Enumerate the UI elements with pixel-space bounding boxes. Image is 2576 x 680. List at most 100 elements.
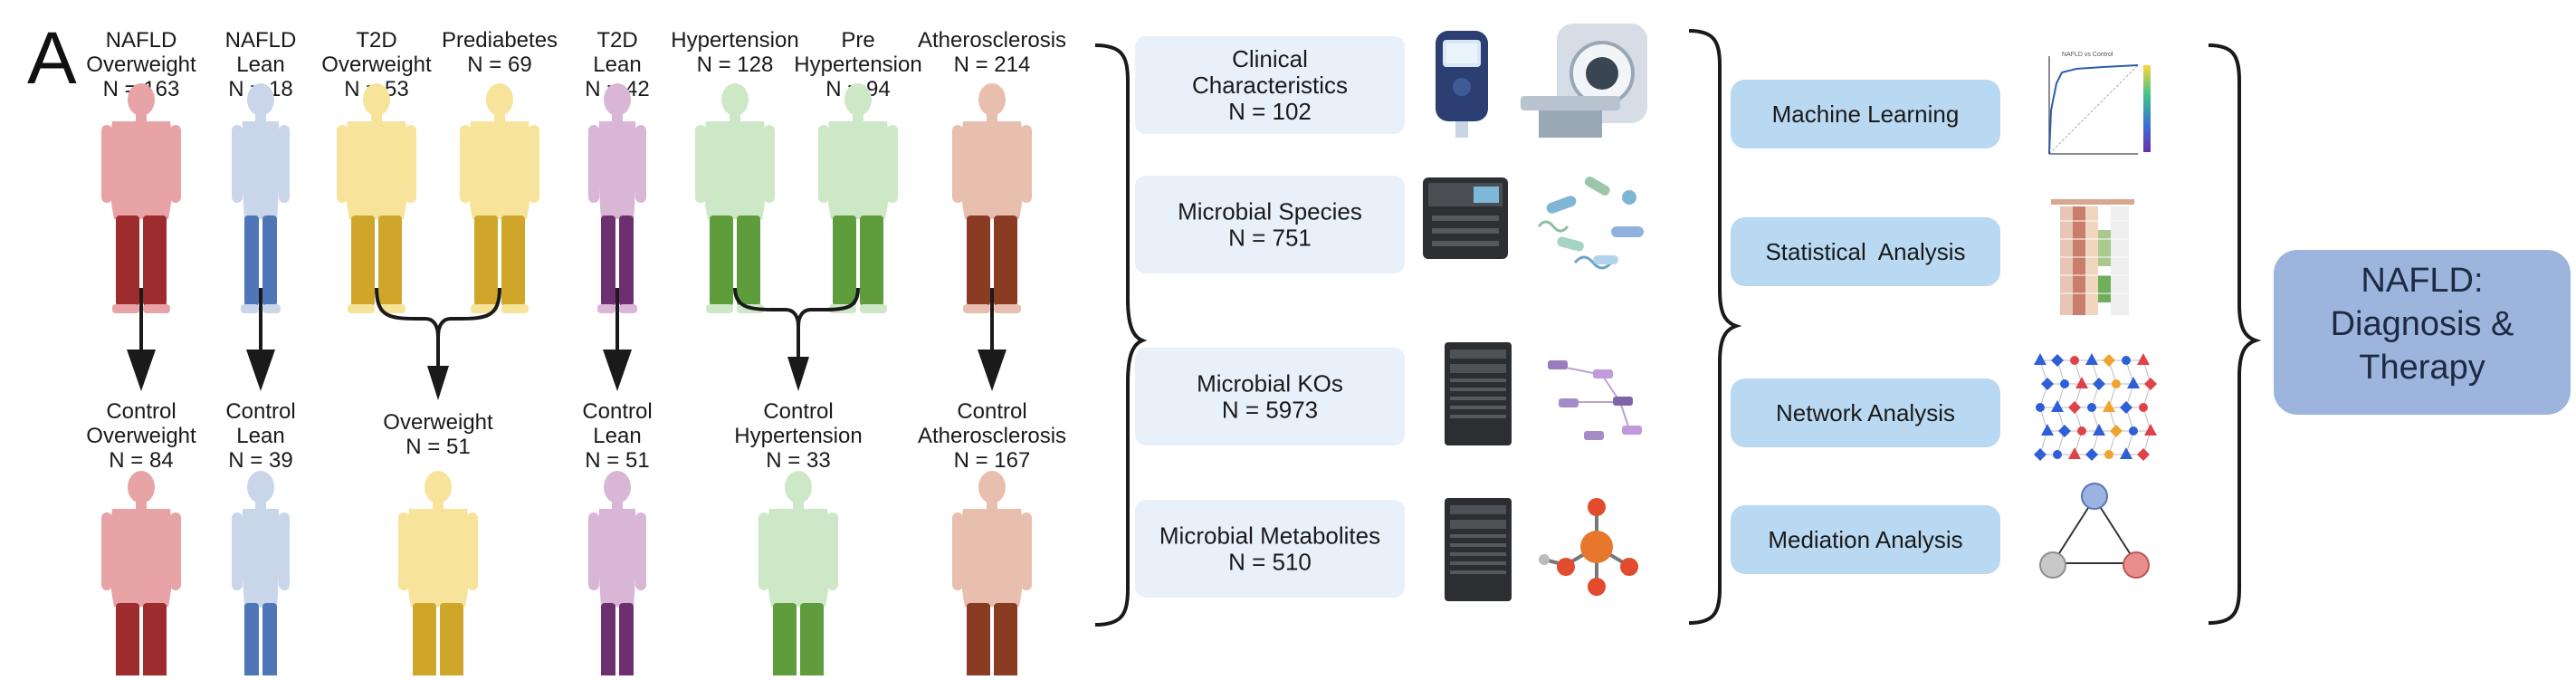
- outcome-box: NAFLD:Diagnosis &Therapy: [2274, 250, 2571, 415]
- person-figure-arm-right: [405, 125, 416, 203]
- person-figure-arm-right: [764, 125, 775, 203]
- person-figure-leg-left: [474, 215, 498, 306]
- person-figure-leg-right: [994, 215, 1017, 306]
- person-figure-head: [128, 83, 155, 116]
- roc-curve-icon: NAFLD vs Control: [2031, 47, 2156, 167]
- person-figure-arm-right: [467, 512, 478, 590]
- person-figure-head: [128, 471, 155, 503]
- person-figure-arm-right: [1021, 512, 1032, 590]
- analysis-method-box-background: [1731, 505, 2000, 574]
- person-figure: [232, 83, 290, 313]
- person-figure-arm-right: [635, 512, 646, 590]
- control-label-line: Control: [957, 399, 1026, 424]
- group-label-line: T2D: [356, 28, 396, 53]
- person-figure-leg-right: [800, 603, 824, 680]
- server-tower-icon: [1445, 498, 1512, 601]
- person-figure-torso: [242, 509, 280, 607]
- person-figure-arm-left: [952, 512, 963, 590]
- person-figure-neck: [987, 502, 997, 509]
- person-figure-leg-right: [619, 215, 634, 306]
- person-figure-torso: [766, 509, 831, 607]
- person-figure-foot-right: [860, 304, 887, 313]
- heatmap-table-icon: [2051, 194, 2134, 321]
- person-figure-leg-right: [262, 215, 277, 306]
- person-figure-neck: [494, 114, 505, 121]
- person-figure: [101, 83, 181, 313]
- group-label-line: N = 69: [467, 53, 531, 77]
- person-figure-foot-left: [241, 304, 259, 313]
- arrow-atherosclerosis: [978, 288, 1007, 391]
- person-figure-neck: [255, 502, 266, 509]
- arrow-nafld-lean: [246, 288, 275, 391]
- analysis-method-label: Mediation Analysis: [1768, 526, 1962, 553]
- group-label-line: Overweight: [321, 53, 432, 77]
- control-label-line: N = 167: [954, 448, 1031, 473]
- person-figure: [818, 83, 898, 313]
- person-figure-torso: [959, 509, 1025, 607]
- person-figure-neck: [987, 114, 997, 121]
- outcome-box-line: Diagnosis &: [2331, 305, 2514, 343]
- person-figure-arm-left: [588, 125, 599, 203]
- person-figure-arm-right: [170, 512, 181, 590]
- control-label-line: Control: [763, 399, 833, 424]
- person-figure: [588, 83, 646, 313]
- data-type-box-background: [1135, 36, 1405, 134]
- person-figure-neck: [371, 114, 382, 121]
- person-figure-foot-right: [143, 304, 170, 313]
- analysis-icons: NAFLD vs Control: [2031, 47, 2157, 579]
- control-label-line: N = 33: [766, 448, 830, 473]
- person-figure-leg-left: [773, 603, 797, 680]
- bacteria-icon: [1537, 177, 1644, 270]
- person-figure: [588, 471, 646, 680]
- analysis-method-box: Statistical Analysis: [1731, 217, 2000, 286]
- person-figure-arm-right: [279, 512, 290, 590]
- outcome-box-label: NAFLD:Diagnosis &Therapy: [2331, 262, 2514, 387]
- person-figure-neck: [136, 502, 147, 509]
- person-figure-arm-left: [695, 125, 706, 203]
- person-figure-arm-right: [827, 512, 838, 590]
- arrow-t2d-lean: [603, 288, 632, 391]
- brace-to-analysis: [1688, 29, 1742, 625]
- analysis-method-box-background: [1731, 80, 2000, 148]
- group-label-line: N = 214: [954, 53, 1031, 77]
- brace-to-data: [1094, 43, 1148, 627]
- person-figure-leg-right: [501, 215, 525, 306]
- person-figure-neck: [612, 502, 623, 509]
- group-arrows: [127, 287, 1007, 400]
- person-figure-torso: [405, 509, 471, 607]
- person-figure-torso: [344, 121, 409, 219]
- person-figure-leg-left: [116, 603, 139, 680]
- control-label-line: Control: [582, 399, 652, 424]
- person-figure-arm-left: [758, 512, 769, 590]
- person-figure-torso: [598, 509, 636, 607]
- person-figure-arm-left: [232, 512, 243, 590]
- data-type-box-background: [1135, 348, 1405, 445]
- person-figure-leg-left: [833, 215, 856, 306]
- outcome-box-background: [2274, 250, 2571, 415]
- analysis-method-label: Network Analysis: [1776, 399, 1955, 426]
- person-figure-leg-right: [143, 603, 167, 680]
- person-figure-arm-left: [398, 512, 409, 590]
- person-figure-arm-right: [279, 125, 290, 203]
- analysis-method-label: Statistical Analysis: [1765, 238, 1965, 265]
- person-figure-leg-left: [710, 215, 733, 306]
- person-figure-torso: [598, 121, 636, 219]
- person-figure-leg-left: [967, 603, 990, 680]
- outcome-box-line: Therapy: [2359, 349, 2485, 387]
- data-icons: [1423, 24, 1647, 601]
- person-figure-leg-left: [967, 215, 990, 306]
- control-label-line: Hypertension: [734, 424, 862, 448]
